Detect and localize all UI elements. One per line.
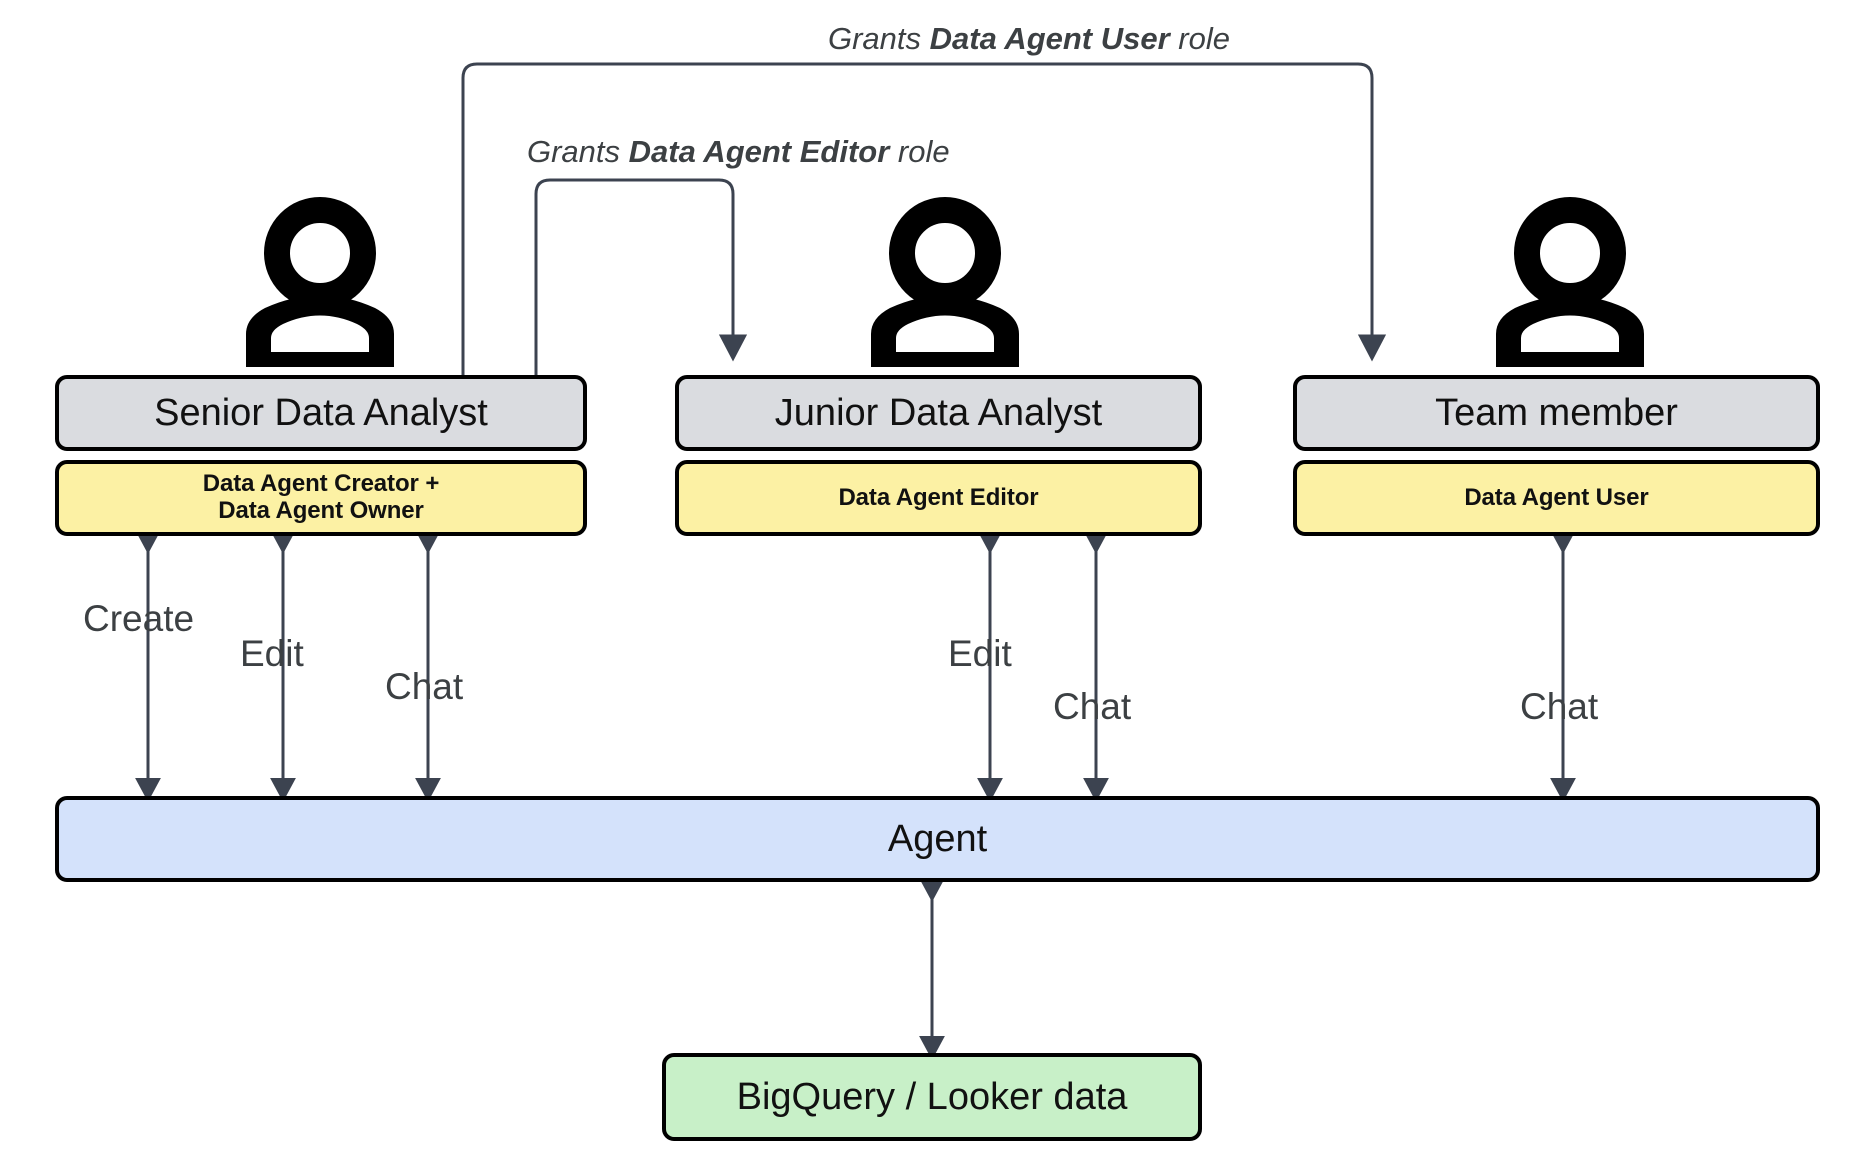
grant-user-suffix: role (1169, 21, 1230, 56)
grant-editor-prefix: Grants (527, 134, 629, 169)
edge-label-junior-chat: Chat (1053, 686, 1132, 727)
person-icon-senior (246, 197, 394, 367)
grant-user-connector (461, 62, 1387, 378)
grant-user-prefix: Grants (828, 21, 930, 56)
grant-user-label: Grants Data Agent User role (828, 23, 1230, 54)
grant-editor-role: Data Agent Editor (628, 134, 890, 169)
edge-label-junior-edit: Edit (948, 633, 1012, 674)
data-source-box[interactable]: BigQuery / Looker data (662, 1053, 1202, 1141)
role-label-team: Team member (1435, 391, 1678, 434)
grant-user-role: Data Agent User (929, 21, 1170, 56)
edge-label-senior-create: Create (83, 598, 195, 639)
data-source-label: BigQuery / Looker data (736, 1075, 1128, 1118)
permission-box-senior[interactable]: Data Agent Creator + Data Agent Owner (55, 460, 587, 536)
permission-label-senior-line1: Data Agent Creator + (202, 470, 440, 498)
edge-label-senior-chat: Chat (385, 666, 464, 707)
grant-editor-label: Grants Data Agent Editor role (527, 136, 950, 167)
permission-label-senior-line2: Data Agent Owner (218, 497, 424, 524)
grant-editor-suffix: role (889, 134, 950, 169)
person-icon-team (1496, 197, 1644, 367)
grant-editor-connector (534, 178, 748, 378)
edge-label-senior-edit: Edit (240, 633, 304, 674)
role-box-team-member[interactable]: Team member (1293, 375, 1820, 451)
role-box-senior-data-analyst[interactable]: Senior Data Analyst (55, 375, 587, 451)
agent-label: Agent (887, 817, 988, 860)
role-box-junior-data-analyst[interactable]: Junior Data Analyst (675, 375, 1202, 451)
edge-label-team-chat: Chat (1520, 686, 1599, 727)
permission-box-team[interactable]: Data Agent User (1293, 460, 1820, 536)
permission-label-junior: Data Agent Editor (838, 483, 1039, 511)
role-label-junior: Junior Data Analyst (774, 391, 1103, 434)
permission-label-team: Data Agent User (1464, 483, 1649, 511)
role-label-senior: Senior Data Analyst (154, 391, 488, 434)
permission-box-junior[interactable]: Data Agent Editor (675, 460, 1202, 536)
person-icon-junior (871, 197, 1019, 367)
agent-box[interactable]: Agent (55, 796, 1820, 882)
